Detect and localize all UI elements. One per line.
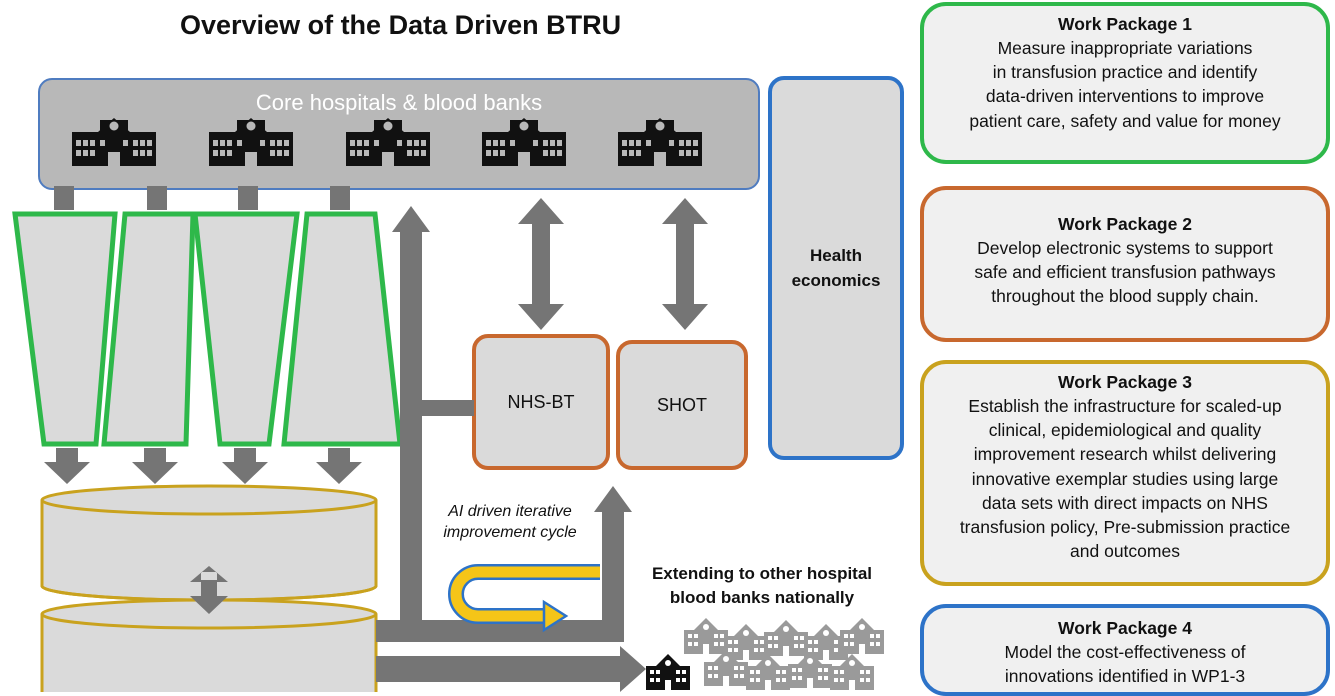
wp4-line: Model the cost-effectiveness of: [1004, 642, 1246, 663]
wp3-line: improvement research whilst delivering: [973, 444, 1277, 465]
wp1-line: Measure inappropriate variations: [997, 38, 1253, 59]
extending-line2: blood banks nationally: [669, 587, 855, 607]
down-arrows: [44, 448, 362, 484]
funnel-label-interventions: Interventions to reduce inappropriate va…: [296, 362, 394, 425]
wp2-line: Develop electronic systems to support: [977, 238, 1273, 259]
national-hospital-icons: [646, 618, 884, 690]
funnel-label-measuring: On-going measuring practice & Model hosp…: [120, 338, 186, 417]
core-hospitals-box: Core hospitals & blood banks: [38, 78, 760, 190]
wp4-title: Work Package 4: [1058, 618, 1192, 638]
wp3-line: Establish the infrastructure for scaled-…: [968, 396, 1282, 417]
wp3-title: Work Package 3: [1058, 372, 1192, 392]
nhsbt-shot-arrows: [518, 198, 708, 330]
health-economics-line2: economics: [791, 271, 881, 290]
wp1-line: in transfusion practice and identify: [992, 62, 1258, 83]
data-repositories-label: Data Repositories: [139, 541, 279, 561]
wp3-line: data sets with direct impacts on NHS: [982, 492, 1268, 513]
extending-label: Extending to other hospital blood banks …: [628, 562, 896, 610]
wp3-line: and outcomes: [1070, 540, 1180, 561]
funnel-label-benchmark: Extracting data Bench-marking: [208, 222, 284, 269]
diagram-title: Overview of the Data Driven BTRU: [180, 10, 622, 40]
learning-system-line2: Statistical Modelling: [131, 660, 287, 681]
wp4-line: innovations identified in WP1-3: [1004, 666, 1246, 687]
wp3-line: innovative exemplar studies using large: [971, 468, 1279, 489]
wp1-line: data-driven interventions to improve: [985, 86, 1265, 107]
wp2-line: throughout the blood supply chain.: [991, 286, 1259, 307]
shot-box: SHOT: [616, 340, 748, 470]
wp1-title: Work Package 1: [1058, 14, 1192, 34]
learning-system-line1: Learning health system: [118, 637, 300, 657]
core-hospitals-label: Core hospitals & blood banks: [255, 90, 543, 115]
shot-label: SHOT: [656, 394, 707, 415]
cycle-icon: [448, 564, 600, 633]
funnel-label-kpi: Key performance indicators: [25, 218, 105, 265]
health-economics-box: Health economics: [768, 76, 904, 460]
ai-cycle-line1: AI driven iterative: [448, 503, 572, 520]
ai-cycle-label: AI driven iterative improvement cycle: [410, 502, 610, 544]
wp3-line: clinical, epidemiological and quality: [988, 420, 1262, 441]
wp3-line: transfusion policy, Pre-submission pract…: [959, 516, 1291, 537]
wp2-title: Work Package 2: [1058, 214, 1192, 234]
wp2-line: safe and efficient transfusion pathways: [974, 262, 1276, 283]
extending-line1: Extending to other hospital: [651, 564, 873, 583]
work-package-4: Work Package 4 Model the cost-effectiven…: [920, 604, 1330, 696]
work-package-1: Work Package 1 Measure inappropriate var…: [920, 2, 1330, 164]
wp1-line: patient care, safety and value for money: [969, 110, 1281, 131]
learning-system-label: Learning health system Statistical Model…: [42, 636, 376, 683]
nhsbt-box: NHS-BT: [472, 334, 610, 470]
work-package-2: Work Package 2 Develop electronic system…: [920, 186, 1330, 342]
ai-cycle-line2: improvement cycle: [443, 523, 577, 541]
nhsbt-label: NHS-BT: [507, 391, 575, 412]
work-package-3: Work Package 3 Establish the infrastruct…: [920, 360, 1330, 586]
repo-double-arrow: [190, 566, 228, 614]
health-economics-line1: Health: [810, 245, 862, 265]
